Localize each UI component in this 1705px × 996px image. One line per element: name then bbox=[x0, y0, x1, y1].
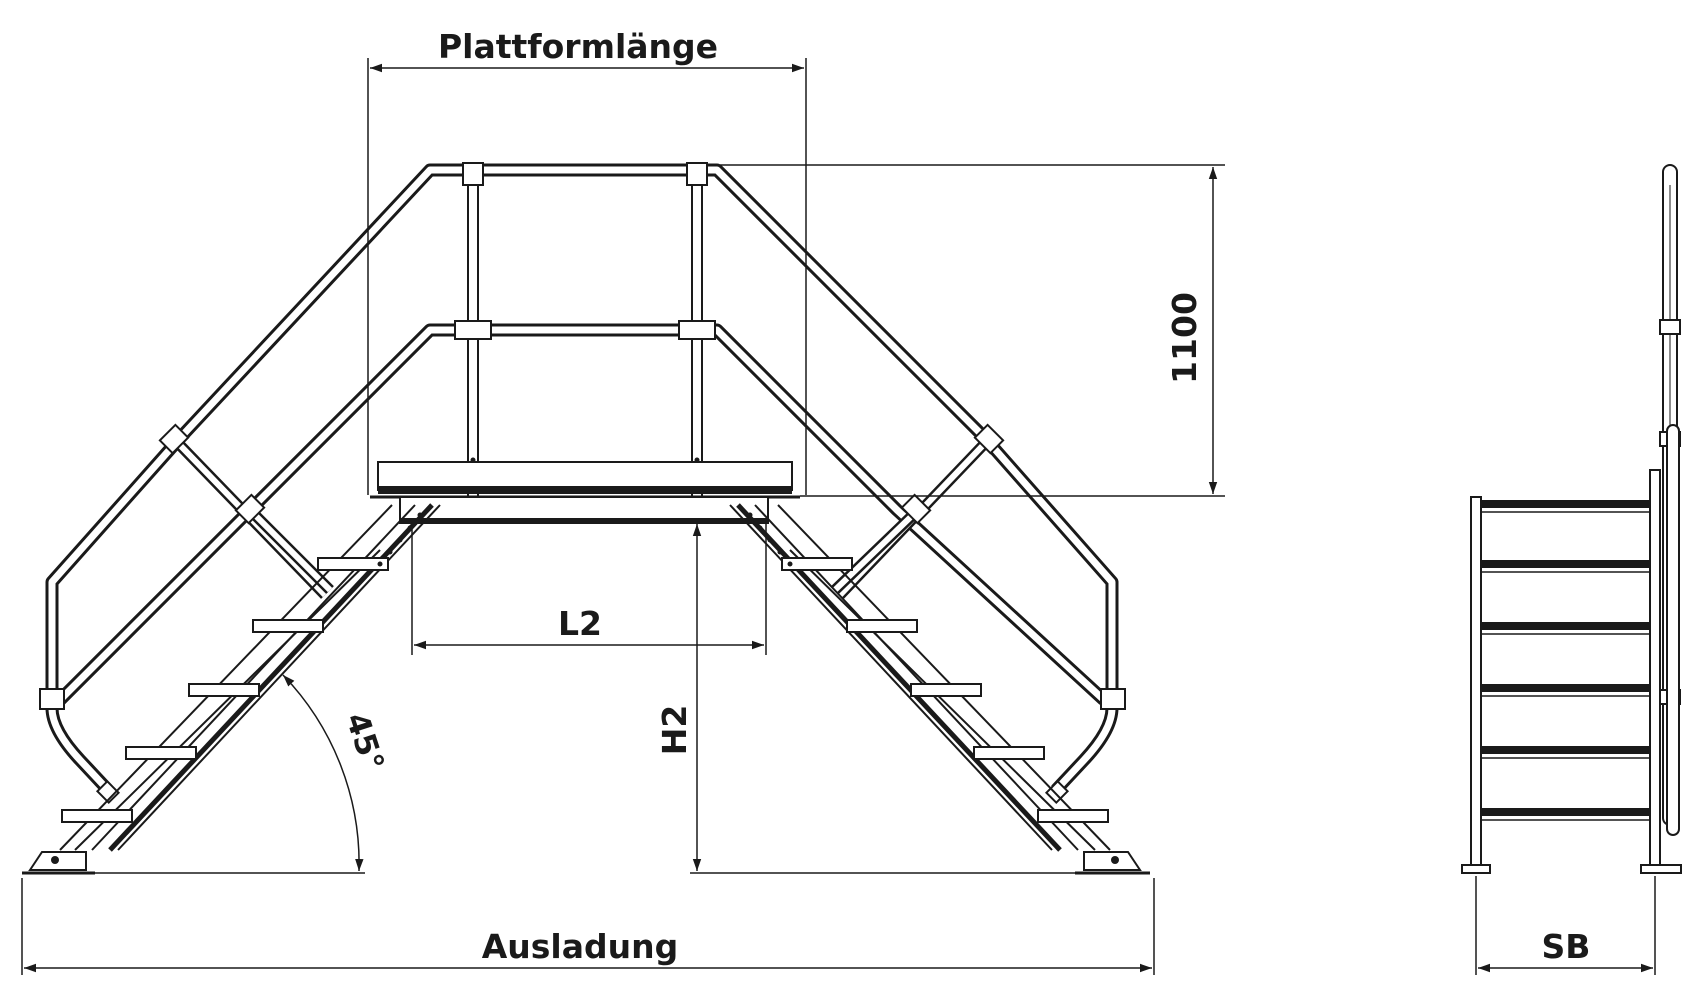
outer-handrail bbox=[45, 163, 1119, 710]
dimension-ausladung bbox=[21, 878, 1155, 975]
outer-handrail-ends bbox=[45, 707, 1119, 795]
right-foot-plate bbox=[1075, 851, 1150, 875]
dimension-platform-length bbox=[367, 58, 807, 495]
label-angle: 45° bbox=[338, 708, 390, 775]
label-height-1100: 1100 bbox=[1165, 292, 1204, 384]
knee-rail bbox=[55, 323, 1109, 705]
dimension-sb bbox=[1475, 876, 1656, 975]
label-l2: L2 bbox=[558, 604, 602, 643]
left-stair bbox=[59, 503, 441, 852]
dimension-angle bbox=[90, 674, 365, 874]
front-view: Plattformlänge 1100 L2 H2 45° bbox=[21, 27, 1225, 975]
rail-clamps bbox=[39, 423, 1126, 805]
left-foot-plate bbox=[22, 851, 95, 875]
dimension-h2 bbox=[690, 524, 1080, 874]
dimension-l2 bbox=[411, 520, 767, 655]
side-view: SB bbox=[1461, 164, 1682, 975]
label-sb: SB bbox=[1542, 927, 1591, 966]
platform-deck bbox=[370, 461, 800, 524]
right-stair bbox=[729, 503, 1111, 852]
dimension-height-1100 bbox=[720, 164, 1225, 497]
label-platform-length: Plattformlänge bbox=[438, 27, 718, 66]
label-h2: H2 bbox=[655, 705, 694, 756]
label-ausladung: Ausladung bbox=[482, 927, 679, 966]
side-view-treads bbox=[1481, 500, 1650, 821]
